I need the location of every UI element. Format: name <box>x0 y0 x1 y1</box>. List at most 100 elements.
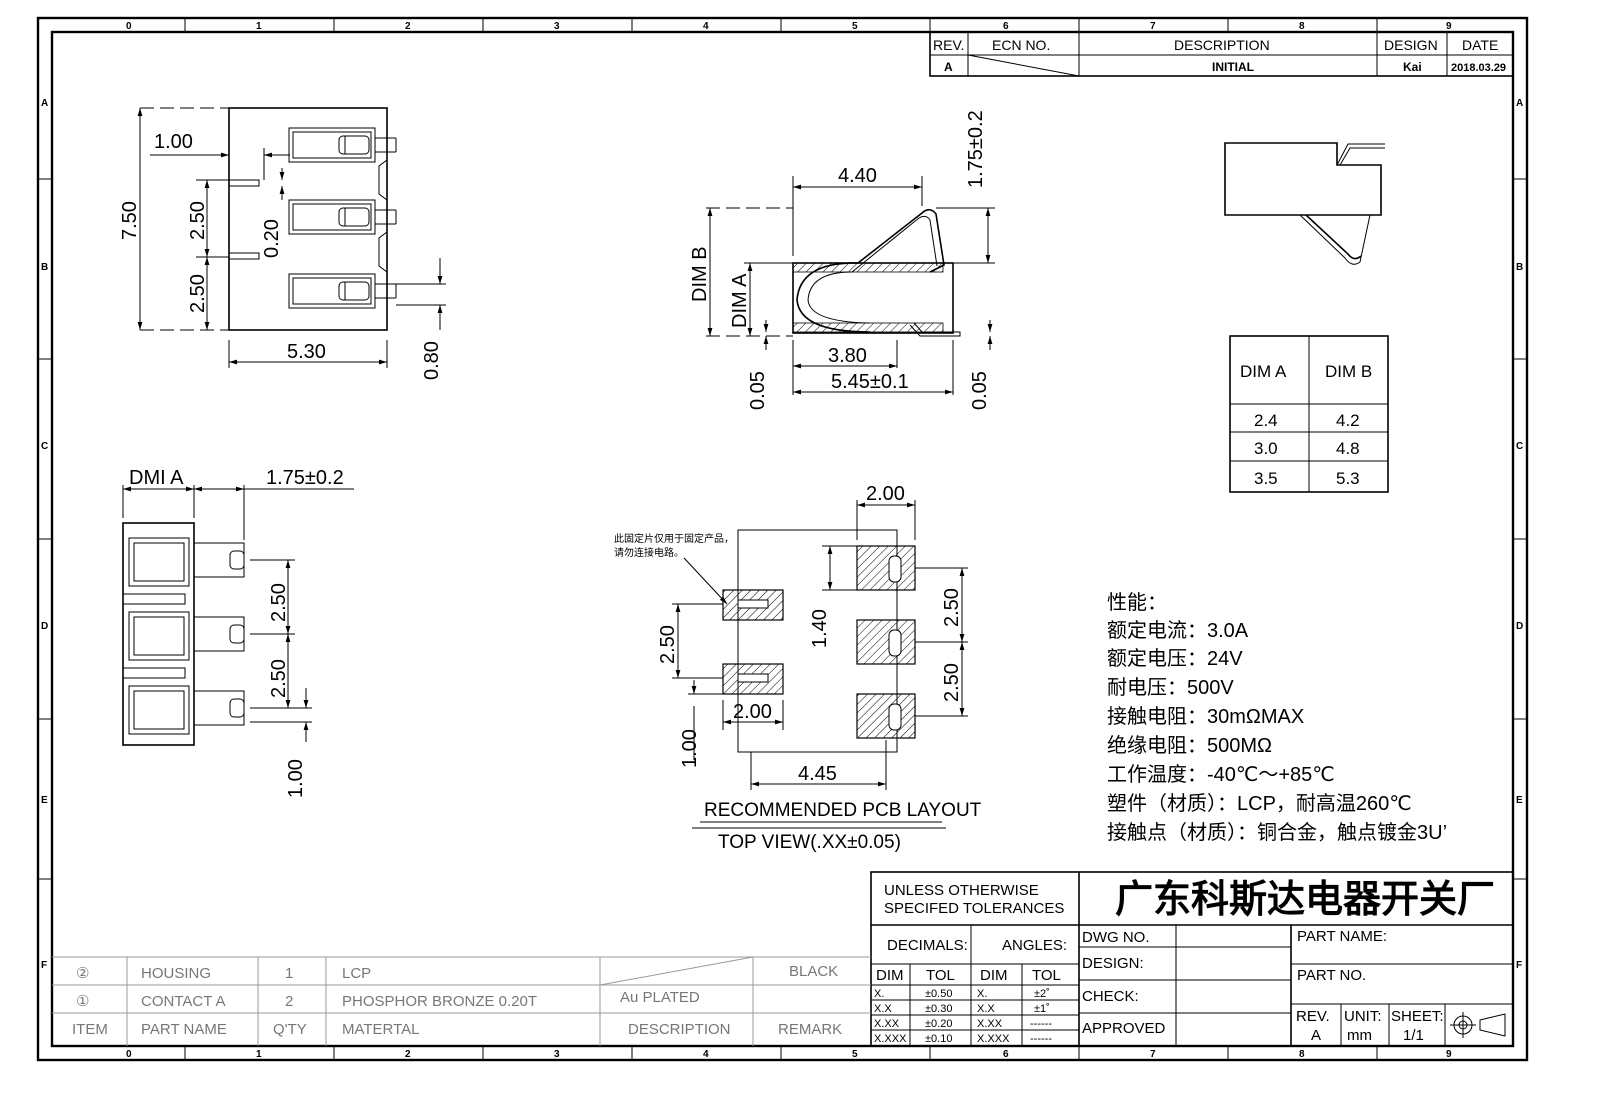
dim-table-cell: 2.4 <box>1254 411 1278 430</box>
top-dim-7: 0.80 <box>421 341 443 380</box>
angles-label: ANGLES: <box>1002 937 1067 954</box>
pcb-dim-3: 2.50 <box>941 588 963 627</box>
ang-row-dim: X.X <box>977 1003 995 1015</box>
zone-col-6: 6 <box>1003 21 1009 32</box>
zone-row-e-right: E <box>1516 795 1523 806</box>
drawing-frame: 0 1 2 3 4 5 6 7 8 9 0 1 2 3 4 5 6 7 8 9 … <box>36 16 1529 1062</box>
spec-line: 额定电压：24V <box>1107 647 1243 670</box>
side-dim-5: 3.80 <box>828 345 867 367</box>
bom-part: CONTACT A <box>141 993 225 1010</box>
bom-table: ② HOUSING 1 LCP BLACK ① CONTACT A 2 PHOS… <box>52 956 871 1046</box>
check-label: CHECK: <box>1082 988 1139 1005</box>
zone-col-4-bottom: 4 <box>703 1049 709 1060</box>
dec-row-tol: ±0.10 <box>925 1033 952 1045</box>
zone-col-5: 5 <box>852 21 858 32</box>
zone-col-9: 9 <box>1446 21 1452 32</box>
front-dim-3: 2.50 <box>268 583 290 622</box>
bom-description: Au PLATED <box>620 989 700 1006</box>
pcb-dim-8: 4.45 <box>798 763 837 785</box>
dim-table: DIM A DIM B 2.4 4.2 3.0 4.8 3.5 5.3 <box>1229 335 1389 493</box>
top-dim-4: 0.20 <box>261 219 283 258</box>
unit-value: mm <box>1347 1027 1372 1044</box>
zone-col-0: 0 <box>126 21 132 32</box>
zone-col-2: 2 <box>405 21 411 32</box>
design-header: DESIGN <box>1384 37 1438 53</box>
specs-title: 性能： <box>1107 591 1167 614</box>
dim-table-header-b: DIM B <box>1325 362 1372 381</box>
zone-col-7: 7 <box>1150 21 1156 32</box>
bom-remark: BLACK <box>789 963 838 980</box>
side-dim-1: 4.40 <box>838 165 877 187</box>
dwg-no-label: DWG NO. <box>1082 929 1150 946</box>
spec-line: 耐电压：500V <box>1107 676 1234 699</box>
company-name: 广东科斯达电器开关厂 <box>1115 879 1495 921</box>
sheet-value: 1/1 <box>1403 1027 1424 1044</box>
dec-row-tol: ±0.50 <box>925 988 952 1000</box>
zone-col-2-bottom: 2 <box>405 1049 411 1060</box>
bom-material: PHOSPHOR BRONZE 0.20T <box>342 993 537 1010</box>
zone-col-0-bottom: 0 <box>126 1049 132 1060</box>
title-block: UNLESS OTHERWISE SPECIFED TOLERANCES 广东科… <box>870 871 1514 1047</box>
dim-table-cell: 3.5 <box>1254 469 1278 488</box>
top-view: 1.00 7.50 2.50 0.20 2.50 5.30 0.80 <box>119 107 446 380</box>
zone-row-c-right: C <box>1516 441 1523 452</box>
ecn-header: ECN NO. <box>992 37 1050 53</box>
spec-line: 塑件（材质）：LCP，耐高温260℃ <box>1107 792 1412 815</box>
ang-dim-header: DIM <box>980 967 1008 984</box>
spec-line: 接触点（材质）：铜合金，触点镀金3U’ <box>1107 821 1447 844</box>
pcb-note-line2: 请勿连接电路。 <box>614 546 684 559</box>
dim-table-cell: 4.8 <box>1336 439 1360 458</box>
zone-col-7-bottom: 7 <box>1150 1049 1156 1060</box>
zone-col-6-bottom: 6 <box>1003 1049 1009 1060</box>
top-dim-3: 2.50 <box>187 201 209 240</box>
rev-value: A <box>944 60 953 74</box>
date-value: 2018.03.29 <box>1451 62 1506 74</box>
bom-item: ① <box>76 993 89 1010</box>
design-value: Kai <box>1403 60 1422 74</box>
zone-col-3-bottom: 3 <box>554 1049 560 1060</box>
dec-row-dim: X.XX <box>874 1018 900 1030</box>
dec-row-dim: X.X <box>874 1003 892 1015</box>
zone-row-e: E <box>41 795 48 806</box>
spec-line: 接触电阻：30mΩMAX <box>1107 705 1304 728</box>
zone-col-5-bottom: 5 <box>852 1049 858 1060</box>
side-dim-6: 5.45±0.1 <box>831 371 909 393</box>
zone-col-4: 4 <box>703 21 709 32</box>
side-dim-8: 0.05 <box>969 371 991 410</box>
pcb-dim-4: 2.50 <box>941 663 963 702</box>
dim-table-cell: 4.2 <box>1336 411 1360 430</box>
zone-row-a: A <box>41 98 48 109</box>
decimals-label: DECIMALS: <box>887 937 968 954</box>
rev-header: REV. <box>933 37 964 53</box>
zone-col-9-bottom: 9 <box>1446 1049 1452 1060</box>
ang-row-dim: X.XXX <box>977 1033 1010 1045</box>
dim-table-cell: 3.0 <box>1254 439 1278 458</box>
pcb-layout-subtitle: TOP VIEW(.XX±0.05) <box>718 832 901 853</box>
zone-row-a-right: A <box>1516 98 1523 109</box>
front-dim-4: 2.50 <box>268 659 290 698</box>
ang-row-dim: X.XX <box>977 1018 1003 1030</box>
zone-col-3: 3 <box>554 21 560 32</box>
zone-row-c: C <box>41 441 48 452</box>
pcb-dim-5: 2.50 <box>657 625 679 664</box>
zone-row-f: F <box>41 960 47 971</box>
bom-header-description: DESCRIPTION <box>628 1021 731 1038</box>
dec-row-dim: X.XXX <box>874 1033 907 1045</box>
date-header: DATE <box>1462 37 1498 53</box>
zone-row-b-right: B <box>1516 262 1523 273</box>
bom-header-material: MATERTAL <box>342 1021 420 1038</box>
bom-header-qty: Q'TY <box>273 1021 307 1038</box>
ang-row-dim: X. <box>977 988 987 1000</box>
top-dim-1: 1.00 <box>154 131 193 153</box>
pcb-dim-1: 2.00 <box>866 483 905 505</box>
dim-table-header-a: DIM A <box>1240 362 1287 381</box>
specs: 性能： 额定电流：3.0A 额定电压：24V 耐电压：500V 接触电阻：30m… <box>1107 591 1447 844</box>
zone-row-d: D <box>41 621 48 632</box>
bom-material: LCP <box>342 965 371 982</box>
zone-col-8-bottom: 8 <box>1299 1049 1305 1060</box>
pcb-layout: 此固定片仅用于固定产品， 请勿连接电路。 2.00 1.40 2.50 <box>614 483 982 853</box>
spec-line: 额定电流：3.0A <box>1107 619 1249 642</box>
tolerance-line1: UNLESS OTHERWISE <box>884 882 1039 899</box>
approved-label: APPROVED <box>1082 1020 1166 1037</box>
side-dim-2: 1.75±0.2 <box>965 110 987 188</box>
